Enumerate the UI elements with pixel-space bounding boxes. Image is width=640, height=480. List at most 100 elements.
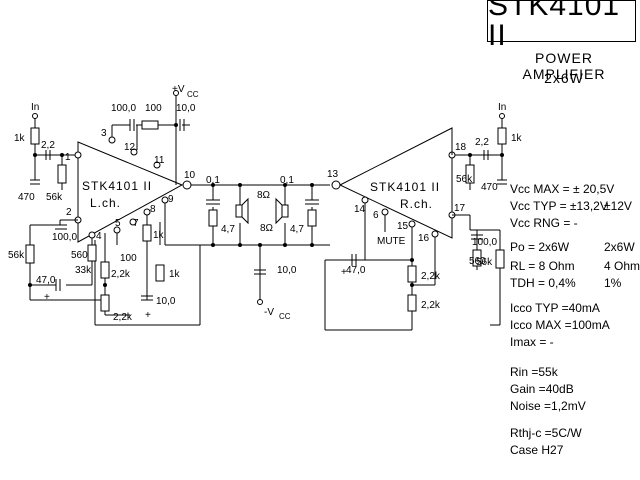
- pin-circle: [108, 136, 116, 144]
- pin-number: 17: [454, 203, 466, 214]
- speaker-icon: [241, 197, 249, 225]
- pin-number: 13: [327, 169, 339, 180]
- speaker-icon: [281, 204, 289, 218]
- pin-circle: [129, 218, 137, 226]
- resistor: [208, 209, 218, 227]
- pin-number: 11: [154, 155, 165, 166]
- right-ic-channel: R.ch.: [400, 197, 433, 211]
- vcc-positive-v: +V: [172, 84, 185, 95]
- vcc-negative-cc: CC: [279, 312, 291, 321]
- pin-circle: [408, 220, 416, 228]
- mute-label: MUTE: [377, 236, 406, 247]
- spec-imax: Imax = -: [510, 335, 554, 349]
- component-value: 560: [71, 250, 88, 261]
- component-value: 56k: [8, 250, 25, 261]
- component-value: 33k: [75, 265, 92, 276]
- component-value: 470: [18, 192, 35, 203]
- part-number-title: STK4101 II: [488, 0, 621, 52]
- resistor: [407, 294, 417, 312]
- pin-number: 6: [373, 210, 379, 221]
- spec-thd: TDH = 0,4%: [510, 276, 576, 290]
- component-value: 4,7: [221, 224, 235, 235]
- vcc-negative-v: -V: [264, 307, 274, 318]
- component-value: 1k: [511, 133, 523, 144]
- pin-number: 5: [115, 218, 121, 229]
- component-value: 2,2: [41, 140, 55, 151]
- spec-noise: Noise =1,2mV: [510, 399, 586, 413]
- resistor: [25, 244, 35, 264]
- spec-rthj: Rthj-c =5C/W: [510, 426, 582, 440]
- spec-gain: Gain =40dB: [510, 382, 574, 396]
- resistor: [472, 249, 482, 267]
- component-value: 470: [481, 182, 498, 193]
- title-box: STK4101 II: [487, 0, 636, 51]
- component-value: 100,0: [52, 232, 77, 243]
- vcc-negative-terminal: [257, 299, 263, 305]
- spec-po-alt: 2x6W: [604, 240, 635, 254]
- component-value: 4,7: [290, 224, 304, 235]
- pin-number: 8: [150, 204, 156, 215]
- left-input-label: In: [31, 102, 39, 113]
- component-value: 100: [120, 253, 137, 264]
- pin-circle: [153, 161, 161, 169]
- pin-number: 4: [96, 231, 102, 242]
- pin-number: 16: [418, 233, 430, 244]
- resistor: [87, 244, 97, 262]
- left-pins: [74, 136, 169, 239]
- resistor: [30, 127, 40, 145]
- resistor: [100, 261, 110, 279]
- component-value: 2,2k: [421, 300, 441, 311]
- spec-case: Case H27: [510, 443, 564, 457]
- pin-number: 12: [124, 142, 136, 153]
- pin-number: 10: [184, 170, 196, 181]
- component-value: 8Ω: [260, 223, 274, 234]
- spec-rin: Rin =55k: [510, 365, 559, 379]
- resistor: [497, 127, 507, 145]
- pin-number: 3: [101, 128, 107, 139]
- pin-number: 14: [354, 204, 366, 215]
- component-value: 47,0: [36, 275, 56, 286]
- pin-number: 9: [168, 194, 174, 205]
- spec-thd-alt: 1%: [604, 276, 622, 290]
- right-input-label: In: [498, 102, 506, 113]
- right-input-terminal: [499, 113, 505, 119]
- specifications: Vcc MAX = ± 20,5V Vcc TYP = ±13,2V ±12V …: [510, 182, 640, 457]
- vcc-positive-terminal: [173, 90, 179, 96]
- spec-icco-max: Icco MAX =100mA: [510, 318, 610, 332]
- spec-vcc-rng: Vcc RNG = -: [510, 216, 578, 230]
- pin-number: 18: [455, 142, 467, 153]
- resistor: [465, 164, 475, 184]
- component-value: 56k: [456, 174, 473, 185]
- left-ic-channel: L.ch.: [90, 196, 121, 210]
- component-value: 2,2: [475, 137, 489, 148]
- components: [25, 119, 507, 312]
- component-value: 10,0: [176, 103, 196, 114]
- component-value: 100,0: [111, 103, 136, 114]
- device-configuration: 2x6W: [544, 70, 584, 86]
- spec-icco-typ: Icco TYP =40mA: [510, 301, 600, 315]
- device-description: POWER AMPLIFIER: [522, 50, 606, 82]
- left-input-terminal: [32, 113, 38, 119]
- component-value: 2,2k: [111, 269, 131, 280]
- resistor: [495, 249, 505, 269]
- component-value: 100,0: [472, 237, 497, 248]
- component-value: 8Ω: [257, 190, 271, 201]
- component-value: 10,0: [277, 265, 297, 276]
- component-value: 2,2k: [421, 271, 441, 282]
- pin-circle: [431, 230, 439, 238]
- pin-number: 2: [66, 207, 72, 218]
- component-value: 47,0: [346, 265, 366, 276]
- speaker-icon: [235, 204, 243, 218]
- component-value: 560: [469, 256, 486, 267]
- component-value: 10,0: [156, 296, 176, 307]
- polarity-mark: +: [341, 267, 347, 278]
- pin-circle: [130, 148, 138, 156]
- resistor: [100, 294, 110, 312]
- spec-vcc-typ: Vcc TYP = ±13,2V: [510, 199, 608, 213]
- component-value: 0,1: [280, 175, 294, 186]
- component-value: 56k: [476, 257, 493, 268]
- spec-vcc-max: Vcc MAX = ± 20,5V: [510, 182, 614, 196]
- pin-number: 15: [397, 221, 409, 232]
- component-value: 1k: [153, 230, 165, 241]
